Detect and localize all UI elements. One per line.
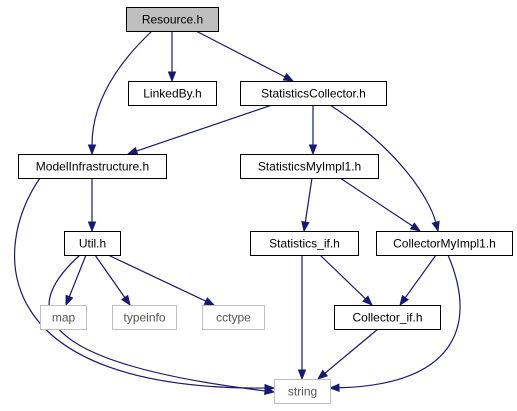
node-modelinfrastructure-h[interactable]: ModelInfrastructure.h [18, 154, 167, 179]
edge-statisticscollector_h-to-collectormyimpl1_h [329, 104, 440, 233]
node-linkedby-h[interactable]: LinkedBy.h [128, 81, 217, 106]
node-label: LinkedBy.h [143, 87, 201, 101]
node-label: Statistics_if.h [269, 237, 340, 251]
node-box [128, 81, 217, 106]
edge-line [304, 177, 313, 223]
arrowhead [362, 295, 373, 306]
node-box [126, 7, 219, 32]
edge-modelinfrastructure_h-to-util_h [87, 178, 97, 233]
edge-line [338, 254, 461, 389]
edge-util_h-to-cctype [107, 254, 216, 306]
arrowhead [87, 144, 97, 156]
node-box [334, 305, 441, 330]
arrowhead [399, 294, 409, 307]
edge-line [94, 254, 126, 298]
node-typeinfo[interactable]: typeinfo [112, 305, 177, 330]
edge-collectormyimpl1_h-to-string [328, 254, 461, 392]
arrowhead [316, 369, 329, 380]
node-label: map [52, 311, 76, 325]
node-label: Util.h [79, 237, 106, 251]
node-statisticsmyimpl1-h[interactable]: StatisticsMyImpl1.h [240, 154, 379, 179]
edge-statistics_if_h-to-collector_if_h [319, 254, 373, 306]
node-box [240, 154, 379, 179]
arrowhead [431, 220, 440, 233]
arrowhead [282, 72, 295, 82]
edge-statistics_if_h-to-string [297, 255, 307, 381]
edge-line [324, 328, 379, 374]
arrowhead [126, 146, 139, 155]
edge-line [319, 254, 366, 300]
arrowhead [301, 220, 310, 233]
arrowhead [65, 294, 74, 307]
edge-statisticsmyimpl1_h-to-statistics_if_h [301, 177, 313, 233]
edge-resource_h-to-modelinfrastructure_h [87, 30, 153, 156]
edges-layer [13, 30, 461, 396]
arrowhead [328, 383, 340, 392]
node-label: ModelInfrastructure.h [36, 160, 149, 174]
edge-line [13, 177, 266, 389]
node-label: CollectorMyImpl1.h [393, 237, 496, 251]
edge-line [339, 177, 413, 227]
node-box [112, 305, 177, 330]
arrowhead [297, 369, 307, 381]
edge-line [107, 254, 207, 302]
arrowhead [264, 386, 276, 396]
node-box [376, 231, 513, 256]
edge-statisticsmyimpl1_h-to-collectormyimpl1_h [339, 177, 422, 232]
edge-line [195, 30, 286, 78]
node-string[interactable]: string [274, 379, 331, 404]
node-label: StatisticsMyImpl1.h [258, 160, 361, 174]
node-box [202, 305, 265, 330]
arrowhead [167, 71, 177, 83]
node-box [18, 154, 167, 179]
node-label: cctype [216, 311, 251, 325]
node-label: Resource.h [142, 13, 203, 27]
node-label: StatisticsCollector.h [261, 87, 366, 101]
node-statisticscollector-h[interactable]: StatisticsCollector.h [240, 81, 387, 106]
edge-line [136, 104, 273, 152]
node-box [40, 305, 87, 330]
node-util-h[interactable]: Util.h [64, 231, 121, 256]
node-label: Collector_if.h [352, 311, 422, 325]
arrowhead [203, 297, 216, 306]
node-map[interactable]: map [40, 305, 87, 330]
arrowhead [308, 144, 318, 156]
node-label: typeinfo [123, 311, 165, 325]
node-box [274, 379, 331, 404]
arrowhead [409, 222, 422, 232]
edge-line [68, 254, 87, 297]
edge-line [91, 30, 153, 146]
edge-collectormyimpl1_h-to-collector_if_h [399, 254, 437, 307]
node-box [250, 231, 359, 256]
edge-util_h-to-typeinfo [94, 254, 131, 307]
arrowhead [121, 294, 131, 307]
edge-modelinfrastructure_h-to-string [13, 177, 276, 393]
edge-statisticscollector_h-to-statisticsmyimpl1_h [308, 105, 318, 156]
node-box [64, 231, 121, 256]
edge-statisticscollector_h-to-modelinfrastructure_h [126, 104, 273, 155]
edge-util_h-to-map [65, 254, 87, 307]
node-label: string [288, 385, 317, 399]
node-cctype[interactable]: cctype [202, 305, 265, 330]
edge-line [404, 254, 437, 299]
edge-collector_if_h-to-string [316, 328, 379, 380]
node-resource-h[interactable]: Resource.h [126, 7, 219, 32]
node-statistics-if-h[interactable]: Statistics_if.h [250, 231, 359, 256]
edge-resource_h-to-linkedby_h [167, 31, 177, 83]
edge-line [329, 104, 437, 223]
node-collectormyimpl1-h[interactable]: CollectorMyImpl1.h [376, 231, 513, 256]
arrowhead [87, 221, 97, 233]
node-collector-if-h[interactable]: Collector_if.h [334, 305, 441, 330]
edge-resource_h-to-statisticscollector_h [195, 30, 295, 82]
node-box [240, 81, 387, 106]
